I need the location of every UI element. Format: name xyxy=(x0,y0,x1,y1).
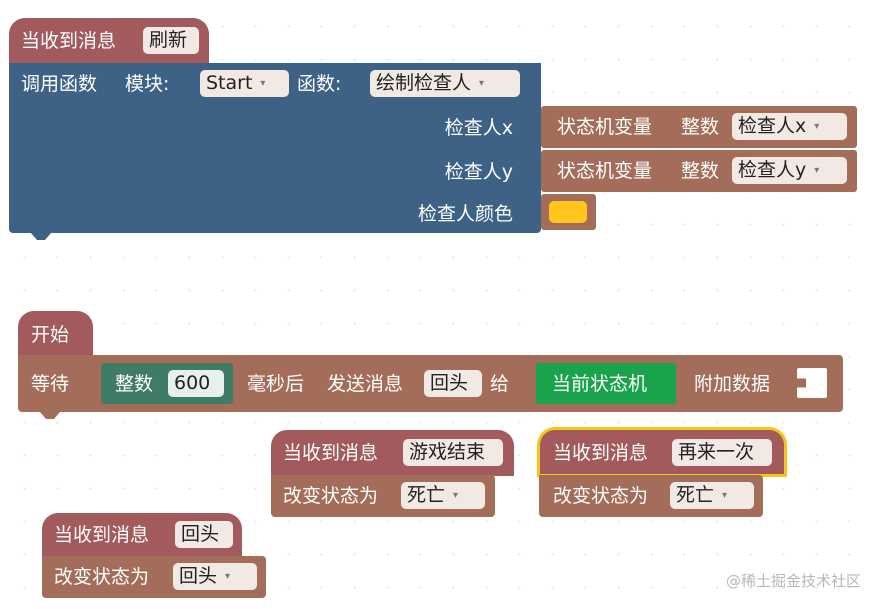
state-var-y-block[interactable]: 状态机变量 整数 检查人y▾ xyxy=(541,150,857,192)
hat-label: 当收到消息 xyxy=(283,442,379,464)
int-label: 整数 xyxy=(681,116,720,138)
watermark: @稀土掘金技术社区 xyxy=(725,572,861,590)
state-var-label: 状态机变量 xyxy=(557,160,653,182)
state-dropdown[interactable]: 死亡▾ xyxy=(670,482,754,509)
current-state-machine-block[interactable]: 当前状态机 xyxy=(536,363,676,404)
hat-label: 当收到消息 xyxy=(553,442,649,464)
function-label: 函数: xyxy=(297,73,342,95)
wait-label: 等待 xyxy=(31,373,70,395)
int-block[interactable]: 整数 600 xyxy=(101,363,233,404)
chevron-down-icon: ▾ xyxy=(814,121,820,132)
change-state-block[interactable]: 改变状态为 死亡▾ xyxy=(539,475,763,517)
function-dropdown[interactable]: 绘制检查人▾ xyxy=(370,70,520,97)
message-field[interactable]: 再来一次 xyxy=(672,439,772,466)
message-field[interactable]: 游戏结束 xyxy=(403,439,503,466)
chevron-down-icon: ▾ xyxy=(722,490,728,501)
int-label: 整数 xyxy=(115,373,154,395)
state-var-label: 状态机变量 xyxy=(557,116,653,138)
call-function-block[interactable]: 调用函数 模块: Start▾ 函数: 绘制检查人▾ 检查人x 检查人y 检查人… xyxy=(9,63,541,233)
change-state-label: 改变状态为 xyxy=(553,485,649,507)
chevron-down-icon: ▾ xyxy=(225,571,231,582)
int-value-field[interactable]: 600 xyxy=(168,370,224,397)
send-label: 发送消息 xyxy=(327,373,404,395)
message-field[interactable]: 刷新 xyxy=(143,27,199,54)
int-label: 整数 xyxy=(681,160,720,182)
state-dropdown[interactable]: 死亡▾ xyxy=(401,482,485,509)
hat-label: 当收到消息 xyxy=(54,524,150,546)
block-notch xyxy=(40,412,60,419)
call-function-label: 调用函数 xyxy=(21,73,98,95)
event-hat-turn-back[interactable]: 当收到消息 回头 xyxy=(42,513,242,557)
event-hat-game-over[interactable]: 当收到消息 游戏结束 xyxy=(271,430,514,476)
chevron-down-icon: ▾ xyxy=(453,490,459,501)
change-state-block[interactable]: 改变状态为 回头▾ xyxy=(42,556,266,598)
hat-label: 当收到消息 xyxy=(21,30,117,52)
empty-input-slot[interactable] xyxy=(797,368,827,398)
to-label: 给 xyxy=(490,373,510,395)
block-notch xyxy=(31,233,51,240)
extra-data-label: 附加数据 xyxy=(694,373,771,395)
chevron-down-icon: ▾ xyxy=(260,78,266,89)
message-field[interactable]: 回头 xyxy=(424,370,482,397)
ms-label: 毫秒后 xyxy=(247,373,305,395)
state-dropdown[interactable]: 回头▾ xyxy=(173,563,257,590)
wait-send-block[interactable]: 等待 整数 600 毫秒后 发送消息 回头 给 当前状态机 附加数据 xyxy=(18,355,843,412)
chevron-down-icon: ▾ xyxy=(814,165,820,176)
param-y-label: 检查人y xyxy=(444,161,513,183)
start-hat[interactable]: 开始 xyxy=(18,311,93,356)
event-hat-refresh[interactable]: 当收到消息 刷新 xyxy=(9,18,209,64)
param-x-label: 检查人x xyxy=(444,117,513,139)
param-color-label: 检查人颜色 xyxy=(417,203,513,225)
module-dropdown[interactable]: Start▾ xyxy=(200,70,289,97)
change-state-label: 改变状态为 xyxy=(54,566,150,588)
color-swatch[interactable] xyxy=(549,201,587,223)
y-var-dropdown[interactable]: 检查人y▾ xyxy=(732,157,847,184)
start-label: 开始 xyxy=(31,324,70,346)
state-var-x-block[interactable]: 状态机变量 整数 检查人x▾ xyxy=(541,106,857,148)
change-state-label: 改变状态为 xyxy=(283,485,379,507)
current-state-machine-label: 当前状态机 xyxy=(552,373,648,395)
x-var-dropdown[interactable]: 检查人x▾ xyxy=(732,113,847,140)
chevron-down-icon: ▾ xyxy=(479,78,485,89)
message-field[interactable]: 回头 xyxy=(175,521,233,548)
color-block[interactable] xyxy=(541,194,596,230)
change-state-block[interactable]: 改变状态为 死亡▾ xyxy=(271,475,495,517)
module-label: 模块: xyxy=(125,73,170,95)
event-hat-play-again[interactable]: 当收到消息 再来一次 xyxy=(537,427,787,477)
